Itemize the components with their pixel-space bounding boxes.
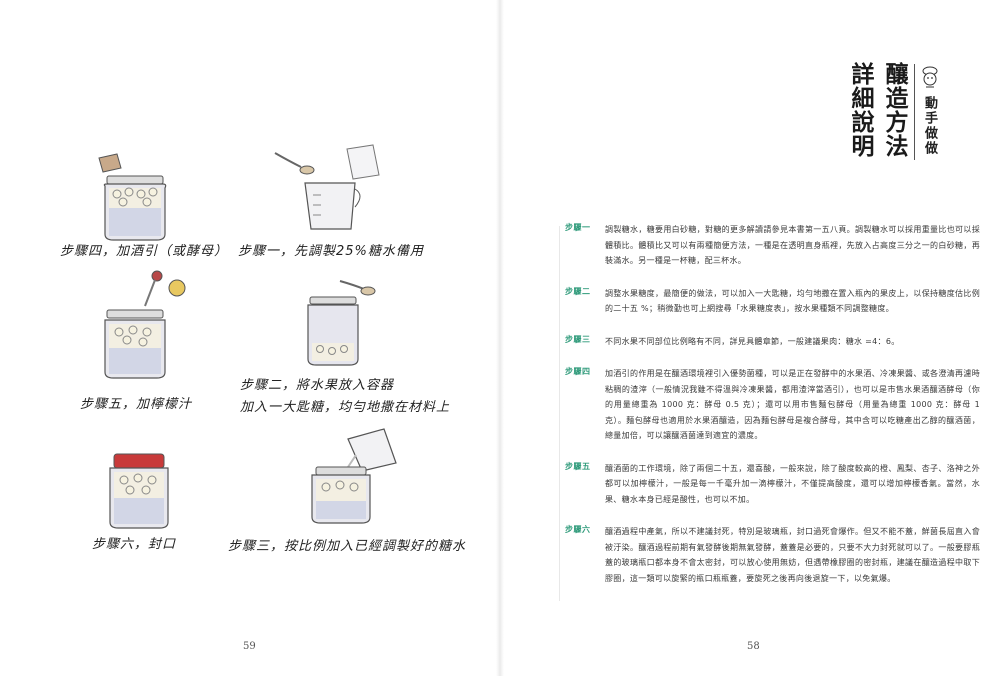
step-label: 步驟四 [565,367,591,376]
step-text: 調整水果糖度，最簡便的做法，可以加入一大匙糖，均勻地撒在置入瓶內的果皮上，以保持… [605,288,980,314]
step-item: 步驟一 調製糖水，糖要用白砂糖，對糖的更多解讀請參見本書第一五八頁。調製糖水可以… [565,222,980,269]
caption-step1: 步驟一，先調製25%糖水備用 [238,244,424,259]
step-label: 步驟六 [565,525,591,534]
step-label: 步驟五 [565,461,591,471]
step-label: 步驟二 [565,286,591,296]
step-label: 步驟一 [565,223,591,232]
caption-step2-line2: 加入一大匙糖，均勻地撒在材料上 [240,400,451,415]
step-text: 不同水果不同部位比例略有不同，詳見具體章節，一般建議果肉：糖水 =4：6。 [605,336,900,346]
illustration-step1 [274,144,395,239]
illustration-step3 [300,425,410,529]
step-item: 步驟五 釀酒菌的工作環境，除了兩個二十五，還喜酸，一般來說，除了酸度較高的橙、鳳… [565,461,980,508]
title-divider [914,64,915,160]
caption-step4: 步驟四，加酒引（或酵母） [60,244,229,259]
steps-list: 步驟一 調製糖水，糖要用白砂糖，對糖的更多解讀請參見本書第一五八頁。調製糖水可以… [565,222,980,603]
title-block: 詳細說明 釀造方法 動手做做 [847,62,952,162]
step-text: 釀酒菌的工作環境，除了兩個二十五，還喜酸，一般來說，除了酸度較高的橙、鳳梨、杏子… [605,463,980,504]
title-sub: 釀造方法 [881,62,908,158]
left-page: 步驟四，加酒引（或酵母） 步驟一，先調製25%糖水備用 [60,144,467,652]
page-number-right: 58 [747,641,760,652]
step-text: 調製糖水，糖要用白砂糖，對糖的更多解讀請參見本書第一五八頁。調製糖水可以採用重量… [605,225,980,265]
right-page: 詳細說明 釀造方法 動手做做 步驟一 調製糖水，糖要用白砂糖，對糖的更多解讀請參… [500,0,1000,676]
step-item: 步驟三 不同水果不同部位比例略有不同，詳見具體章節，一般建議果肉：糖水 =4：6… [565,334,980,350]
book-gutter [496,0,504,676]
caption-step5: 步驟五，加檸檬汁 [80,397,193,412]
illustration-step4 [95,148,175,247]
step-item: 步驟六 釀酒過程中產氣，所以不建議封死，特別是玻璃瓶，封口過死會爆作。但又不能不… [565,524,980,586]
step-label: 步驟三 [565,334,591,344]
steps-rule [559,226,560,601]
caption-step3: 步驟三，按比例加入已經調製好的糖水 [228,539,467,554]
title-main: 詳細說明 [847,62,874,158]
step-item: 步驟二 調整水果糖度，最簡便的做法，可以加入一大匙糖，均勻地撒在置入瓶內的果皮上… [565,286,980,317]
illustration-step6 [100,450,180,534]
step-item: 步驟四 加酒引的作用是在釀酒環境裡引入優勢菌種，可以是正在發酵中的水果酒、冷凍果… [565,366,980,444]
caption-step2-line1: 步驟二，將水果放入容器 [240,378,395,393]
chef-mascot-icon [921,66,939,94]
illustration-step5 [95,270,195,384]
step-text: 釀酒過程中產氣，所以不建議封死，特別是玻璃瓶，封口過死會爆作。但又不能不蓋，鮮菌… [605,527,980,583]
page-number-left: 59 [243,641,256,652]
caption-step6: 步驟六，封口 [92,537,177,552]
illustration-step2 [300,275,390,374]
title-kicker: 動手做做 [922,96,937,156]
step-text: 加酒引的作用是在釀酒環境裡引入優勢菌種，可以是正在發酵中的水果酒、冷凍果醬、或各… [605,369,980,440]
